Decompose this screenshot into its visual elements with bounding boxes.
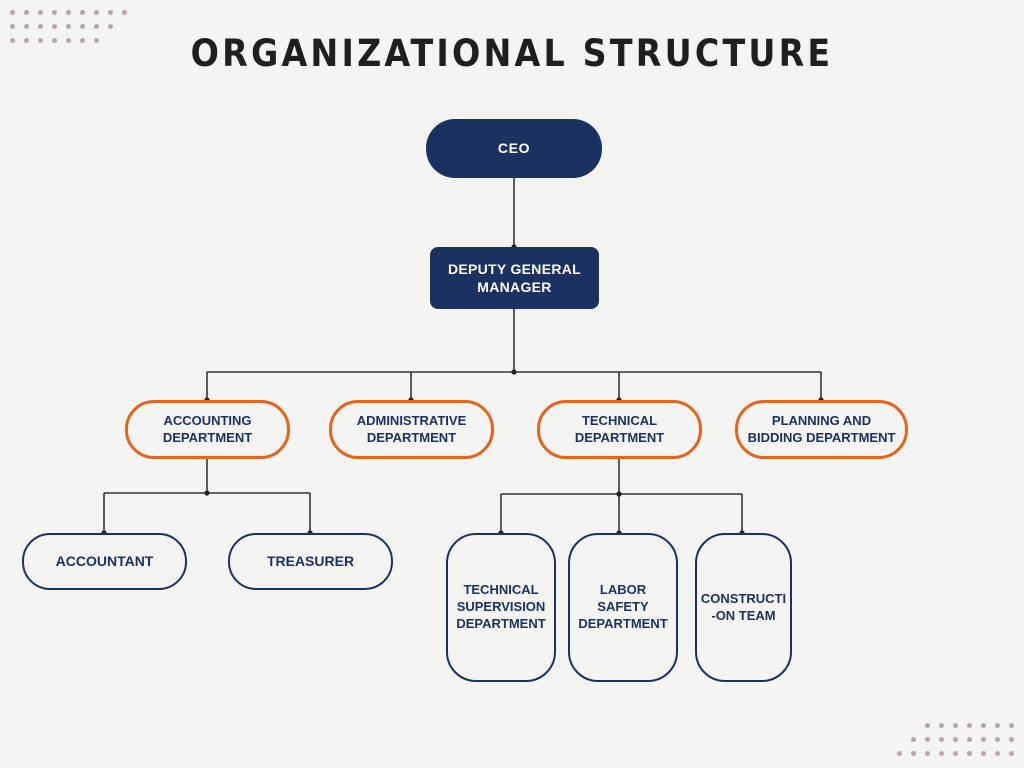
org-node-label: LABOR SAFETY DEPARTMENT [578, 582, 668, 631]
org-node-label: TECHNICAL SUPERVISION DEPARTMENT [456, 582, 546, 631]
dot-row [911, 737, 1014, 742]
org-node-label: DEPUTY GENERAL MANAGER [447, 260, 582, 295]
org-node-label: ACCOUNTANT [55, 553, 154, 570]
org-node-labor-safety-department[interactable]: LABOR SAFETY DEPARTMENT [568, 533, 678, 682]
org-node-planning-and-bidding-department[interactable]: PLANNING AND BIDDING DEPARTMENT [735, 400, 908, 459]
dot-grid-top-left-icon [10, 10, 127, 43]
dot-row [925, 723, 1014, 728]
org-node-label: ADMINISTRATIVE DEPARTMENT [356, 412, 467, 445]
dot-row [897, 751, 1014, 756]
org-node-label: TREASURER [266, 553, 355, 570]
org-node-ceo[interactable]: CEO [426, 119, 602, 178]
org-node-accounting-department[interactable]: ACCOUNTING DEPARTMENT [125, 400, 290, 459]
org-node-accountant[interactable]: ACCOUNTANT [22, 533, 187, 590]
org-node-label: ACCOUNTING DEPARTMENT [162, 412, 253, 445]
org-node-technical-supervision-department[interactable]: TECHNICAL SUPERVISION DEPARTMENT [446, 533, 556, 682]
org-node-label: PLANNING AND BIDDING DEPARTMENT [747, 412, 896, 445]
dot-row [10, 10, 127, 15]
page-title: ORGANIZATIONAL STRUCTURE [190, 32, 834, 75]
org-node-label: TECHNICAL DEPARTMENT [574, 412, 665, 445]
org-node-label: CONSTRUCTI -ON TEAM [700, 590, 787, 623]
org-node-administrative-department[interactable]: ADMINISTRATIVE DEPARTMENT [329, 400, 494, 459]
dot-row [10, 38, 99, 43]
dot-grid-bottom-right-icon [897, 723, 1014, 756]
dot-row [10, 24, 113, 29]
org-node-construction-team[interactable]: CONSTRUCTI -ON TEAM [695, 533, 792, 682]
org-node-treasurer[interactable]: TREASURER [228, 533, 393, 590]
org-node-label: CEO [497, 140, 531, 157]
org-node-deputy-general-manager[interactable]: DEPUTY GENERAL MANAGER [430, 247, 599, 309]
org-node-technical-department[interactable]: TECHNICAL DEPARTMENT [537, 400, 702, 459]
